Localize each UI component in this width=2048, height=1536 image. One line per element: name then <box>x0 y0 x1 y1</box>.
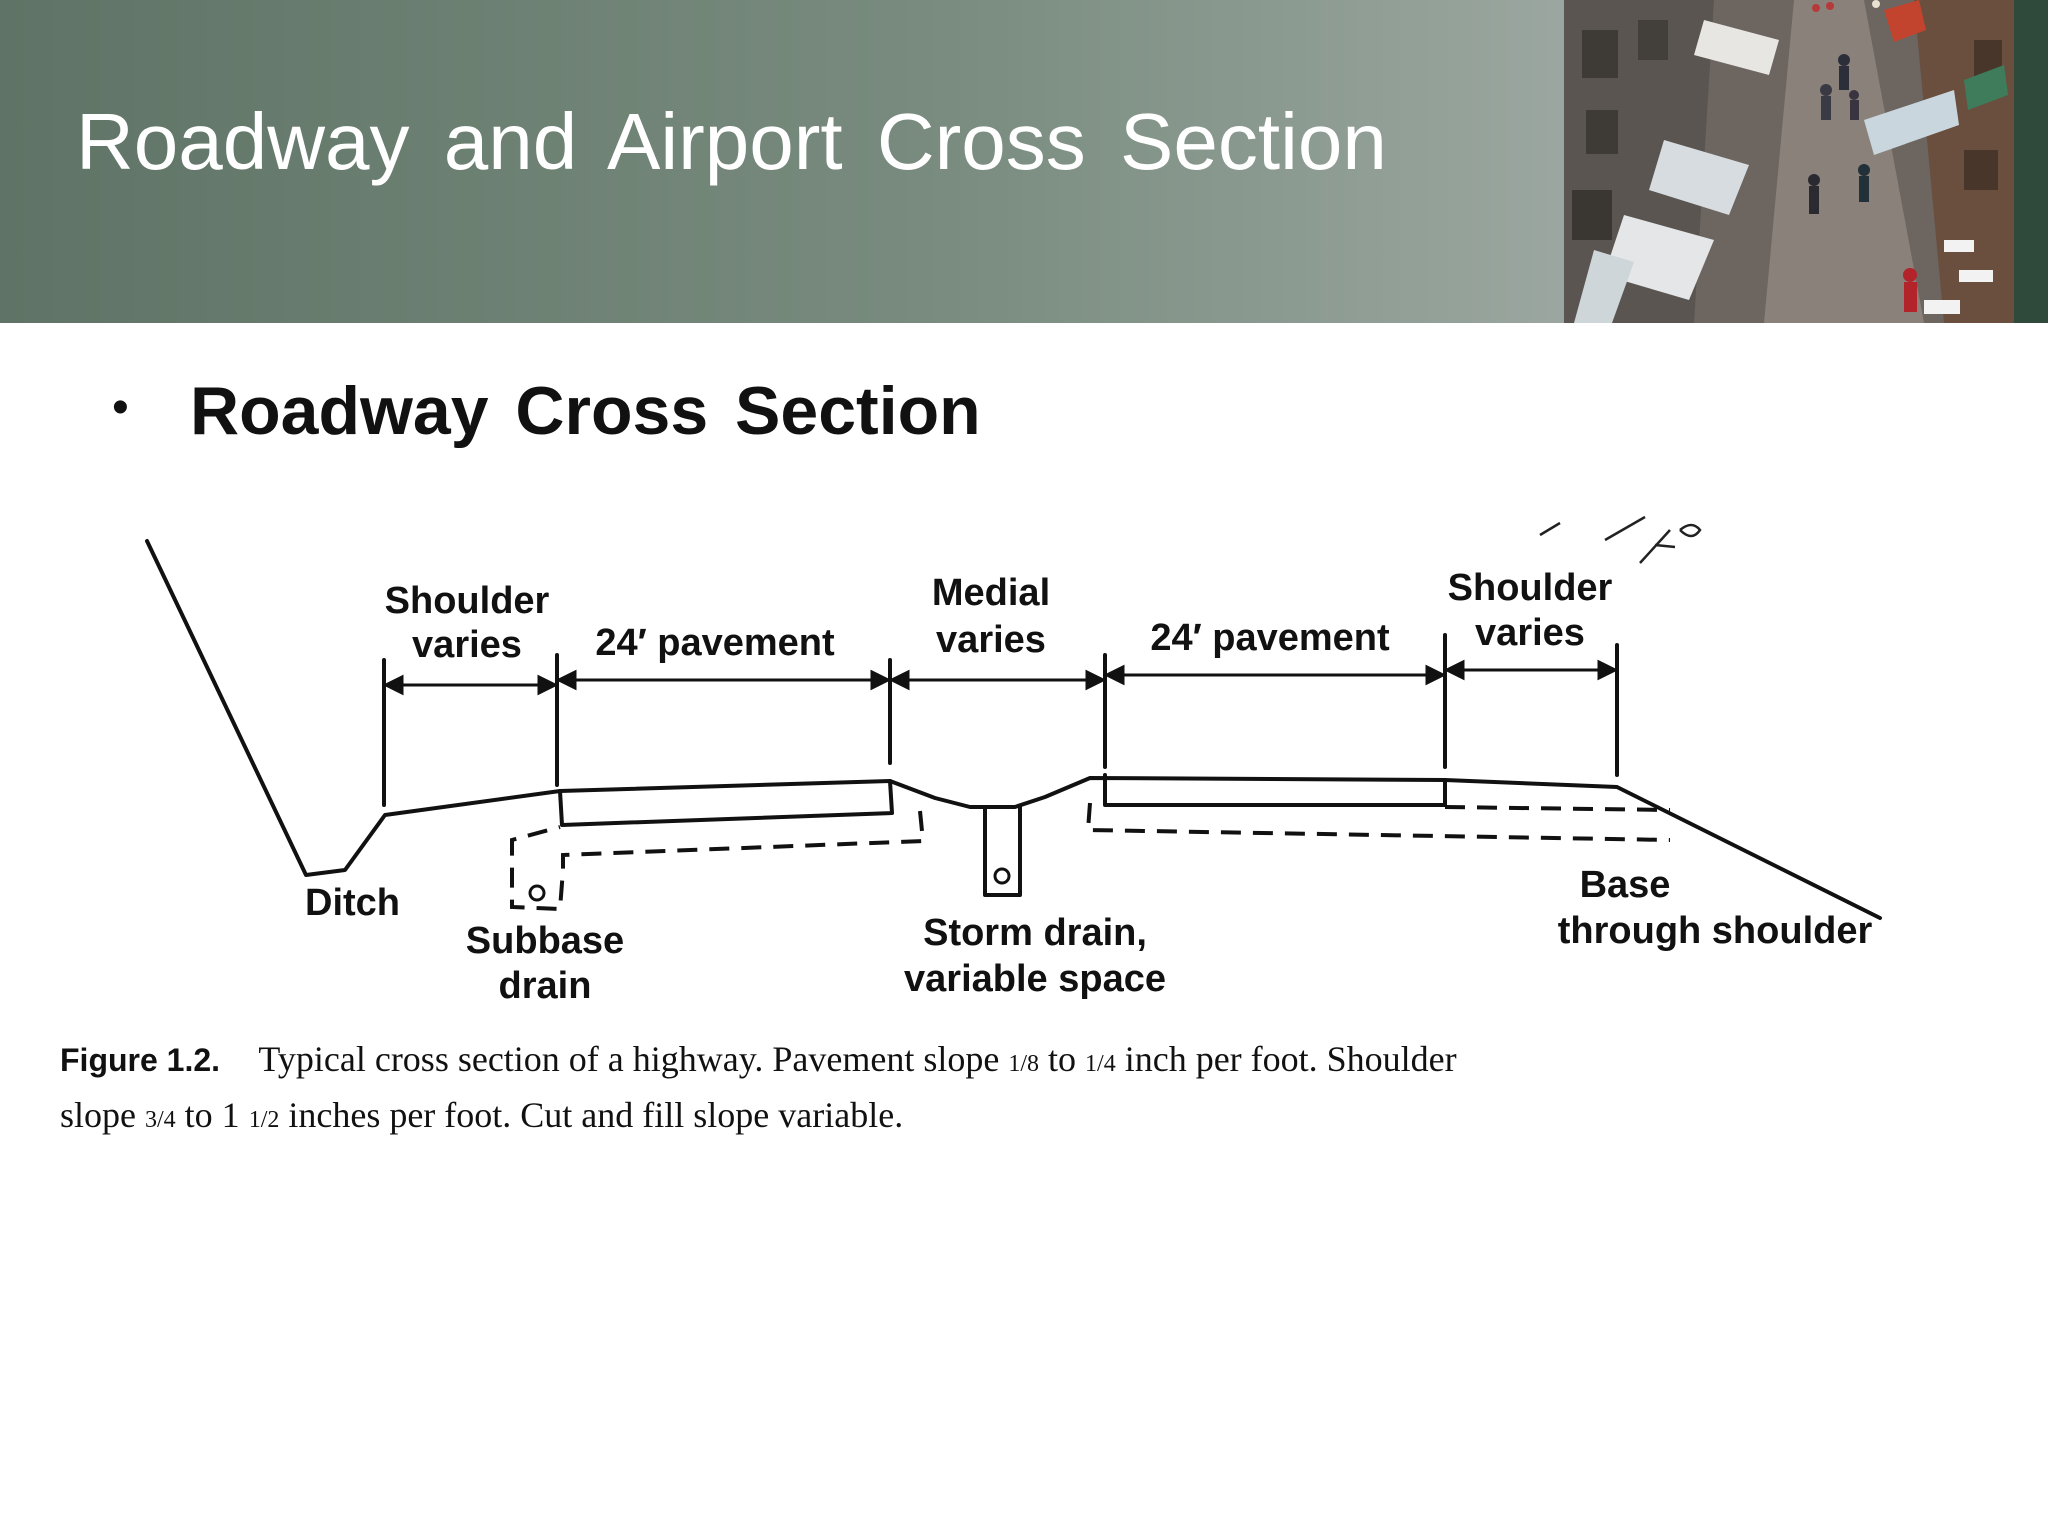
subbase-label-2: drain <box>499 965 592 1007</box>
slide-title: Roadway and Airport Cross Section <box>76 97 1387 186</box>
caption-frac-1: 1/8 <box>1008 1051 1039 1077</box>
shoulder-right-label-1: Shoulder <box>1448 567 1613 609</box>
base-label-2: through shoulder <box>1558 910 1873 952</box>
storm-drain-label-1: Storm drain, <box>923 912 1147 954</box>
base-label-1: Base <box>1580 864 1671 906</box>
caption-figure-label: Figure 1.2. <box>60 1042 220 1078</box>
cross-section-diagram: Ditch Shoulder varies 24′ pavement Media… <box>60 515 1882 1135</box>
figure-caption: Figure 1.2. Typical cross section of a h… <box>60 1039 1457 1135</box>
caption-frac-4: 1/2 <box>249 1107 280 1133</box>
ditch-label: Ditch <box>305 882 400 924</box>
caption-frac-3: 3/4 <box>145 1107 176 1133</box>
cross-section-figure: Ditch Shoulder varies 24′ pavement Media… <box>50 505 2000 1165</box>
medial-label-2: varies <box>936 619 1046 661</box>
subbase-drain-pipe <box>528 884 546 902</box>
street-photo <box>1564 0 2048 323</box>
pavement-right-label: 24′ pavement <box>1150 617 1390 659</box>
caption-line1-b: inch per foot. Shoulder <box>1125 1039 1457 1079</box>
left-pavement-slab <box>558 779 894 827</box>
svg-text:Figure 1.2. Typical cr: Figure 1.2. Typical cross section of a h… <box>60 1039 1457 1079</box>
svg-text:slope 3/4 to: slope 3/4 to 1 1/2 inches per foot. Cut … <box>60 1095 903 1135</box>
storm-drain-pipe <box>993 867 1011 885</box>
medial-label-1: Medial <box>932 572 1050 614</box>
caption-frac-2: 1/4 <box>1085 1051 1116 1077</box>
subbase-drain-outline <box>510 810 926 912</box>
shoulder-left-label-1: Shoulder <box>385 580 550 622</box>
subbase-label-1: Subbase <box>466 920 624 962</box>
ground-profile <box>145 539 1882 920</box>
caption-line1-a: Typical cross section of a highway. Pave… <box>258 1039 1008 1079</box>
storm-drain-label-2: variable space <box>904 958 1166 1000</box>
bullet-marker: • <box>112 381 129 434</box>
slide-header: Roadway and Airport Cross Section <box>0 0 2048 323</box>
right-base-dashed-2 <box>1444 805 1671 812</box>
storm-drain <box>983 805 1022 897</box>
bullet-text: Roadway Cross Section <box>190 373 981 449</box>
caption-line1-to: to <box>1048 1039 1085 1079</box>
caption-line2-b: inches per foot. Cut and fill slope vari… <box>288 1095 903 1135</box>
caption-line2-a: slope <box>60 1095 145 1135</box>
shoulder-right-label-2: varies <box>1475 612 1585 654</box>
pencil-mark <box>1539 515 1702 564</box>
caption-line2-to: to 1 <box>185 1095 240 1135</box>
right-base-dashed <box>1085 802 1671 842</box>
shoulder-left-label-2: varies <box>412 624 522 666</box>
right-pavement-slab <box>1103 773 1447 807</box>
pavement-left-label: 24′ pavement <box>595 622 835 664</box>
